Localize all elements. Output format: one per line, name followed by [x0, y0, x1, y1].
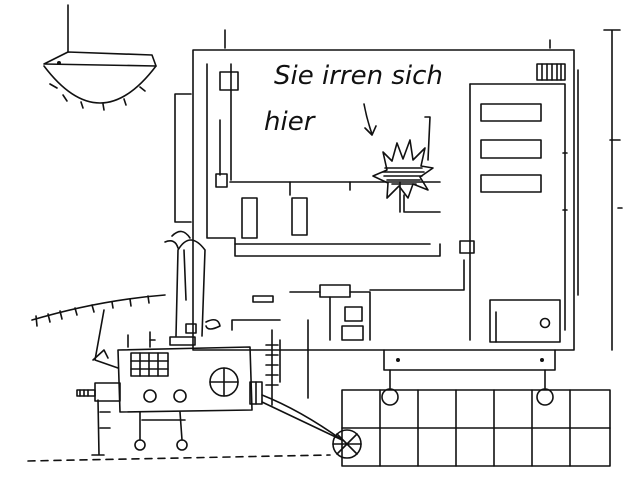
robot-machine[interactable]	[31, 230, 343, 456]
grid-cart[interactable]	[332, 349, 611, 467]
you-are-here-marker[interactable]	[372, 139, 434, 199]
annotation-line-2: hier	[264, 107, 317, 137]
arrow-down-icon	[363, 103, 377, 136]
ceiling-lamp-icon	[43, 4, 157, 111]
floor-plan-board	[174, 29, 623, 351]
annotation-line-1: Sie irren sich	[274, 61, 443, 91]
cart-wheel-icon	[332, 429, 362, 459]
ground-line	[27, 454, 331, 462]
